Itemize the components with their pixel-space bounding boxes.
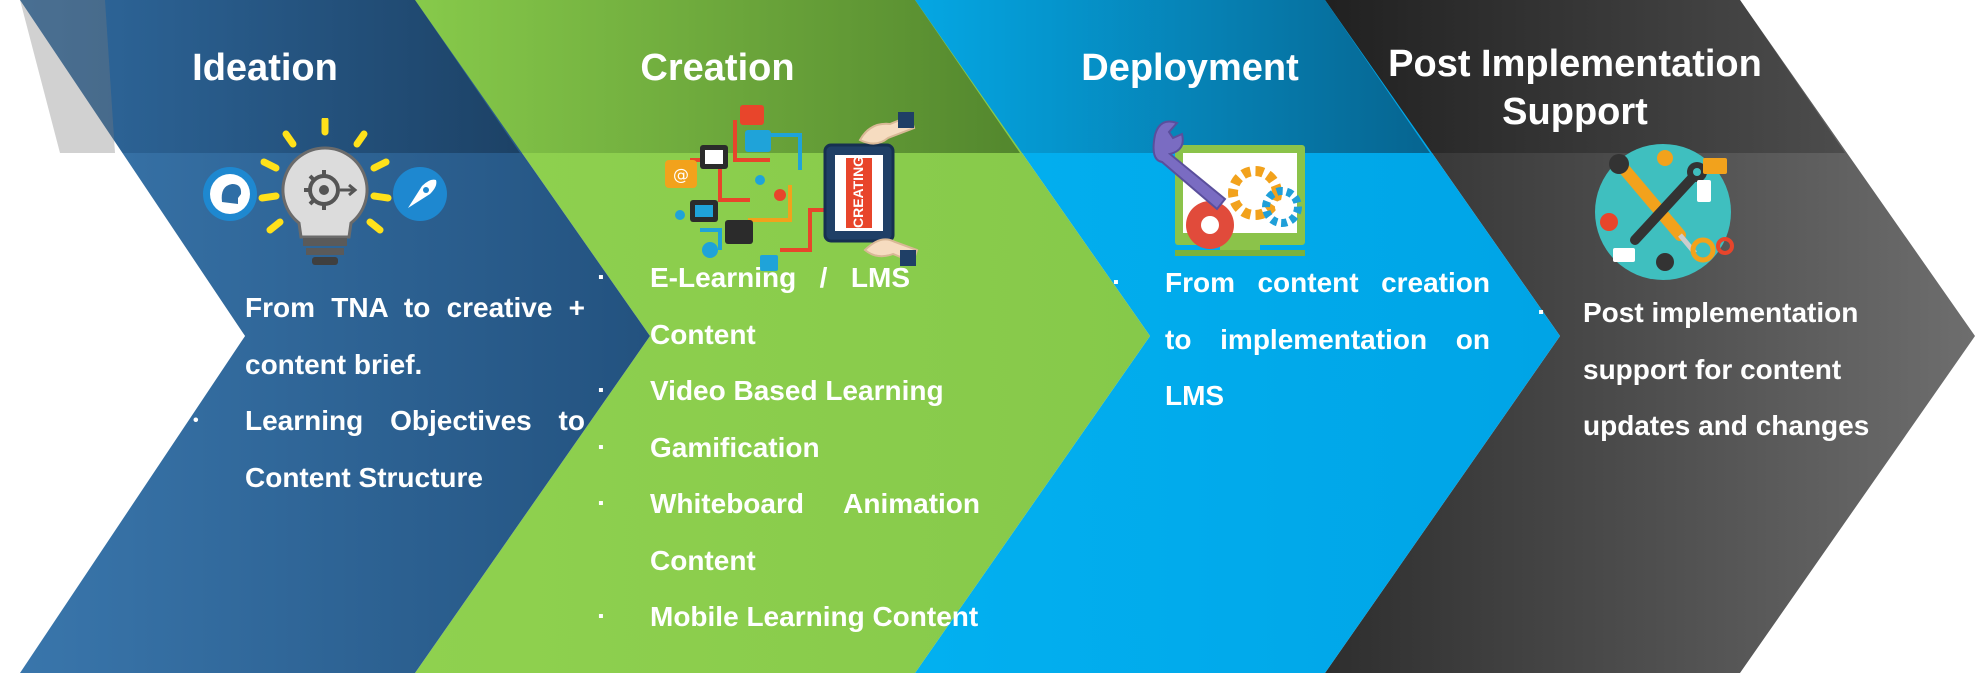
chevron-deployment-band (915, 0, 1430, 153)
bullet-marker: ◦ (193, 299, 199, 316)
list-item-text: Learning Objectives to Content Structure (245, 405, 585, 493)
bullet-marker: ▪ (598, 438, 604, 456)
list-item: ▪ E-Learning / LMS Content (598, 250, 1010, 363)
list-item: ▪ Gamification (598, 420, 1010, 477)
post-implementation-bullets: ▪ Post implementation support for conten… (1538, 285, 1923, 455)
list-item-text: From content creation to implementation … (1165, 267, 1490, 411)
stage-title-deployment: Deployment (1081, 47, 1299, 89)
deployment-bullets: ▪ From content creation to implementatio… (1113, 255, 1490, 425)
stage-title-post-implementation: Post Implementation Support (1388, 43, 1762, 133)
list-item-text: Whiteboard Animation Content (650, 488, 980, 576)
list-item: • Learning Objectives to Content Structu… (193, 393, 585, 506)
list-item: ▪ Whiteboard Animation Content (598, 476, 1010, 589)
bullet-marker: ▪ (598, 495, 604, 512)
list-item: ▪ Video Based Learning (598, 363, 1010, 420)
bullet-marker: ▪ (1538, 304, 1544, 321)
bullet-marker: ▪ (1113, 274, 1119, 291)
chevron-creation (415, 0, 1150, 673)
monitor-gears-icon (1150, 115, 1320, 265)
list-item-text: Video Based Learning (650, 375, 944, 406)
chevron-post-implementation (1325, 0, 1975, 673)
list-item: ▪ Mobile Learning Content (598, 589, 1010, 646)
list-item: ◦ From TNA to creative + content brief. (193, 280, 585, 393)
bullet-marker: ▪ (598, 269, 604, 286)
list-item-text: Mobile Learning Content (650, 601, 979, 632)
content-creation-icon: @ CREATING (660, 100, 920, 280)
bullet-marker: ▪ (598, 382, 604, 399)
bullet-marker: • (193, 412, 199, 429)
bullet-marker: ▪ (598, 608, 604, 625)
creation-bullets: ▪ E-Learning / LMS Content ▪ Video Based… (598, 250, 1010, 646)
chevron-deployment (915, 0, 1560, 673)
chevron-ideation (0, 0, 650, 673)
ideation-bullets: ◦ From TNA to creative + content brief. … (193, 280, 585, 506)
chevron-ideation-band (0, 0, 520, 153)
svg-text:@: @ (673, 165, 689, 184)
list-item: ▪ Post implementation support for conten… (1538, 285, 1923, 455)
list-item-text: E-Learning / LMS Content (650, 262, 910, 350)
list-item-text: Gamification (650, 431, 820, 463)
chevron-post-implementation-band (1325, 0, 1845, 153)
creating-badge: CREATING (850, 156, 866, 228)
list-item-text: Post implementation support for content … (1583, 297, 1870, 441)
list-item: ▪ From content creation to implementatio… (1113, 255, 1490, 425)
list-item-text: From TNA to creative + content brief. (245, 292, 585, 380)
stage-title-creation: Creation (640, 47, 795, 89)
lightbulb-gear-icon (200, 116, 450, 283)
tools-support-icon (1585, 140, 1745, 290)
chevron-creation-band (415, 0, 1020, 153)
stage-title-ideation: Ideation (192, 47, 338, 89)
